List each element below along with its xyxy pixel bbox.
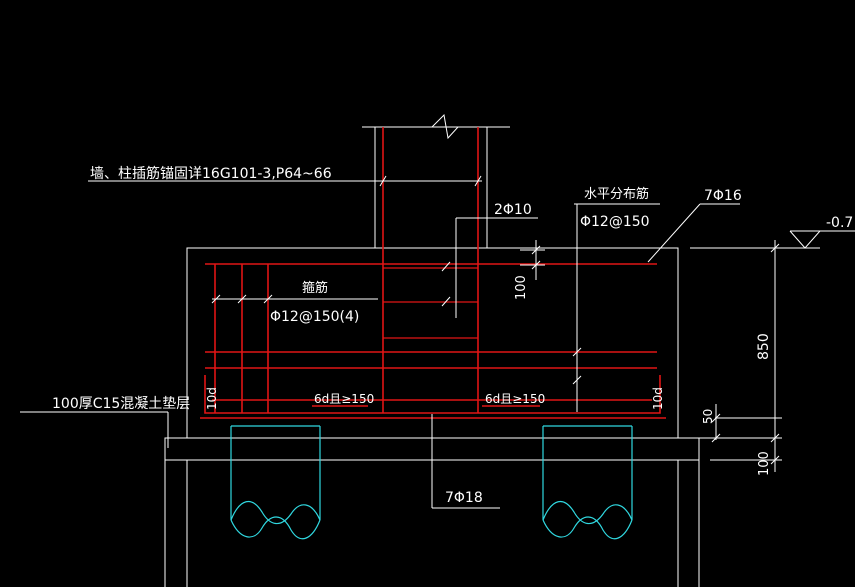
- pile-left: [230, 425, 321, 540]
- dim-50: 50: [701, 409, 715, 424]
- dim-100-bottom: 100: [757, 451, 772, 476]
- hook-left-label: 10d: [205, 387, 219, 410]
- elevation-label: -0.7: [826, 215, 853, 231]
- horizontal-dist-title: 水平分布筋: [584, 186, 649, 202]
- dim-850: 850: [756, 333, 772, 360]
- dim-100-top: 100: [514, 275, 529, 300]
- lap-left-label: 6d且≥150: [314, 392, 374, 406]
- rebar-group: [200, 127, 666, 419]
- labels: 墙、柱插筋锚固详16G101-3,P64~66 2Φ10 水平分布筋 Φ12@1…: [52, 165, 853, 506]
- concrete-outline: [164, 113, 700, 587]
- bar-2phi10-label: 2Φ10: [494, 202, 532, 218]
- horizontal-dist-spec: Φ12@150: [580, 214, 650, 230]
- leaders: [20, 175, 740, 509]
- stirrup-spec: Φ12@150(4): [270, 309, 359, 325]
- bottom-bars-label: 7Φ18: [445, 490, 483, 506]
- pile-right: [542, 425, 633, 540]
- cushion-note-label: 100厚C15混凝土垫层: [52, 396, 190, 412]
- dimension-chain: [690, 230, 855, 472]
- anchor-note-label: 墙、柱插筋锚固详16G101-3,P64~66: [90, 165, 332, 182]
- hook-right-label: 10d: [651, 387, 665, 410]
- stirrup-title: 箍筋: [302, 280, 328, 296]
- top-bars-label: 7Φ16: [704, 188, 742, 204]
- lap-right-label: 6d且≥150: [485, 392, 545, 406]
